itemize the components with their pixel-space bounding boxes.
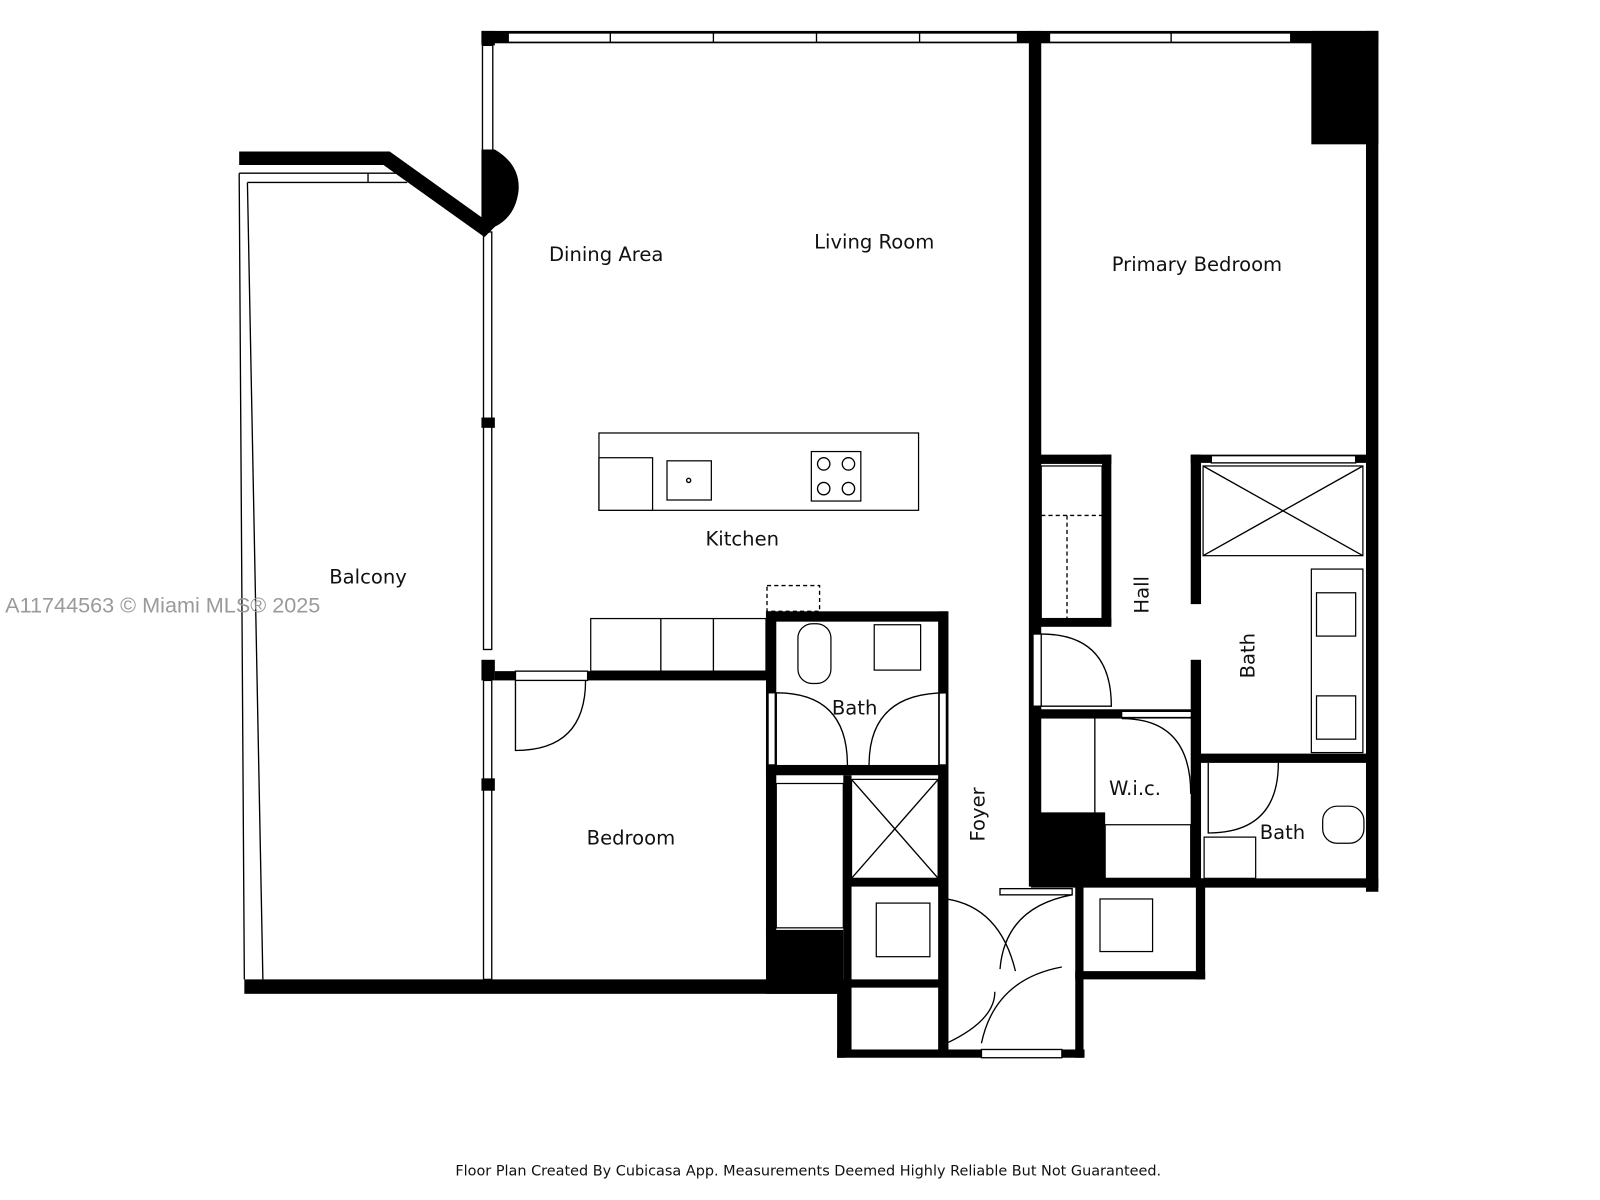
footer-disclaimer: Floor Plan Created By Cubicasa App. Meas… bbox=[455, 1163, 1161, 1179]
label-half-bath: Bath bbox=[1260, 821, 1306, 844]
label-kitchen: Kitchen bbox=[705, 527, 779, 550]
room-labels: Dining Area Living Room Primary Bedroom … bbox=[329, 230, 1305, 849]
label-balcony: Balcony bbox=[329, 566, 407, 589]
label-living-room: Living Room bbox=[814, 230, 934, 253]
fixtures bbox=[514, 432, 1365, 1045]
label-hall: Hall bbox=[1130, 576, 1153, 614]
label-guest-bath: Bath bbox=[832, 696, 878, 719]
walls bbox=[238, 30, 1379, 1059]
label-primary-bedroom: Primary Bedroom bbox=[1112, 253, 1282, 276]
watermark: A11744563 © Miami MLS® 2025 bbox=[5, 592, 320, 617]
label-bedroom: Bedroom bbox=[587, 826, 676, 849]
label-wic: W.i.c. bbox=[1109, 777, 1161, 800]
label-primary-bath: Bath bbox=[1237, 633, 1260, 679]
label-foyer: Foyer bbox=[967, 786, 990, 841]
label-dining-area: Dining Area bbox=[549, 243, 663, 266]
